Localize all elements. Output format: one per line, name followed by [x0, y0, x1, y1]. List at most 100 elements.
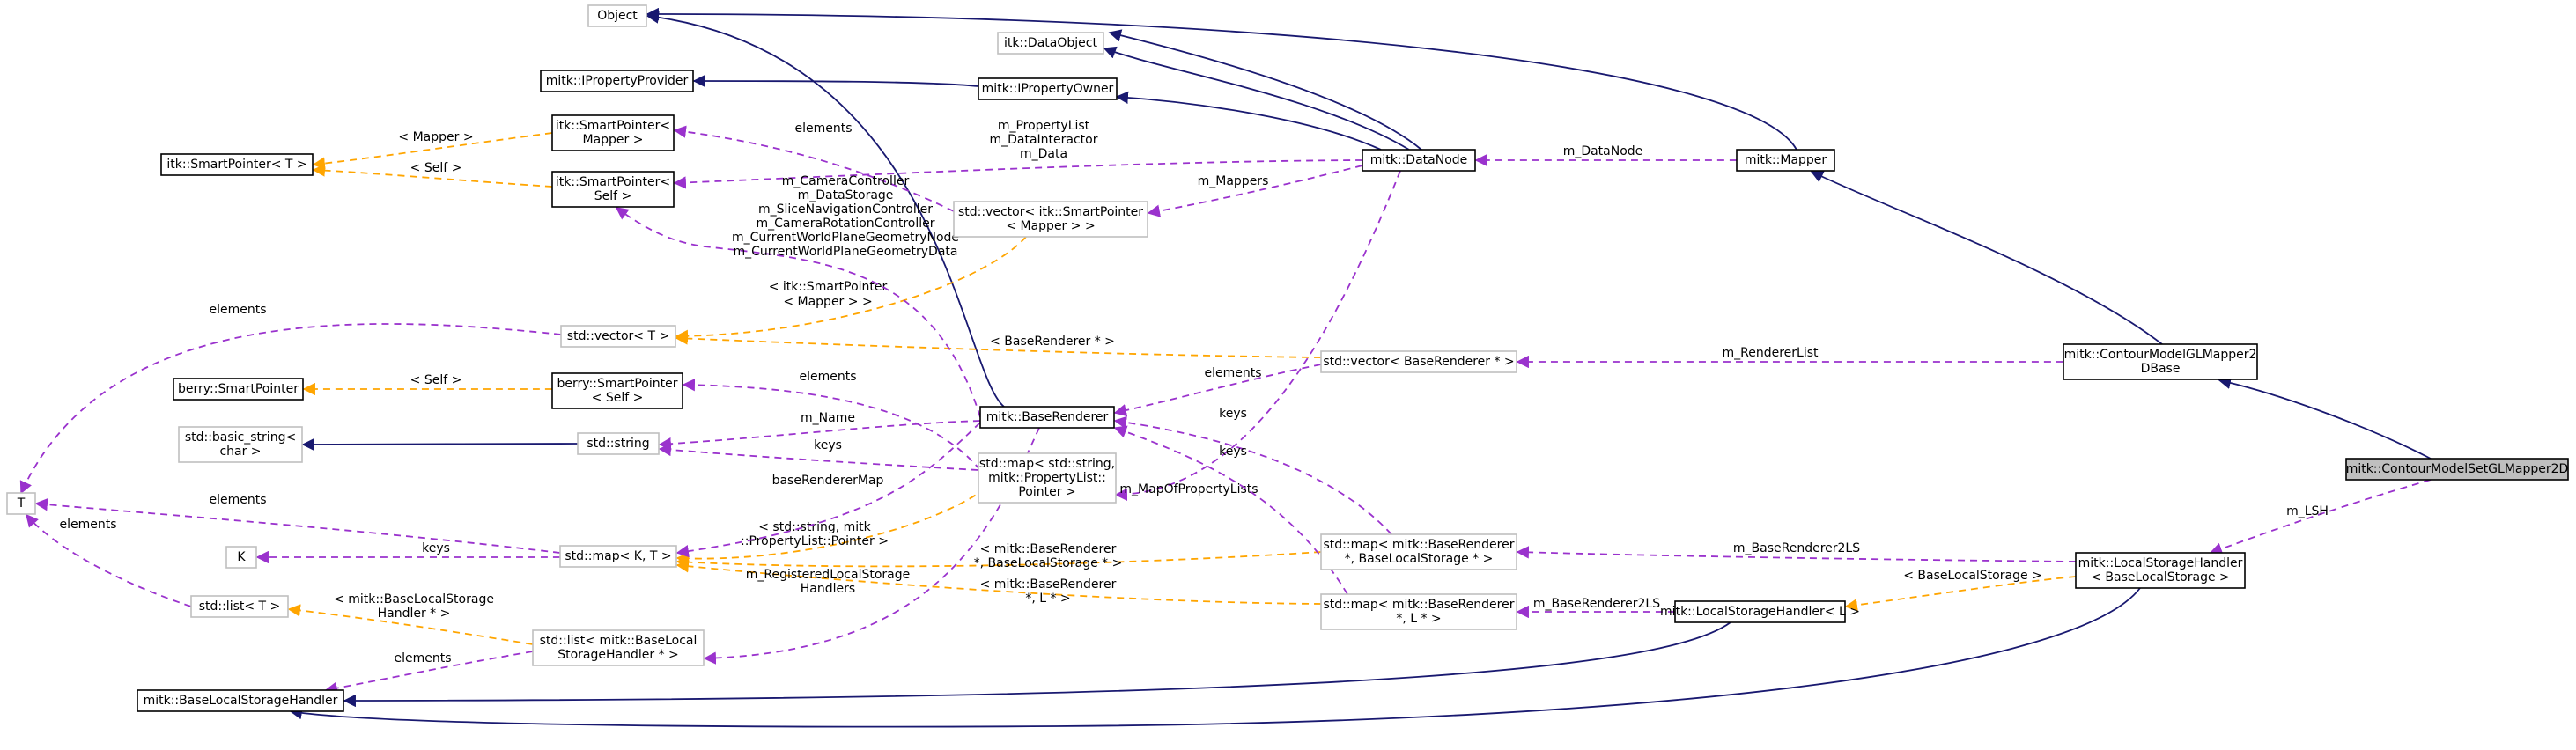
class-node-itk-dataobject: itk::DataObject [997, 32, 1104, 55]
node-box [1674, 600, 1846, 623]
node-label: Object [597, 9, 638, 23]
edge-label: m_LSH [2286, 504, 2329, 518]
node-label: T [17, 496, 26, 511]
class-node-itk-sp-T[interactable]: itk::SmartPointer< T > [160, 153, 314, 176]
edge-label: elements [1204, 366, 1261, 380]
class-node-ipropertyowner[interactable]: mitk::IPropertyOwner [978, 77, 1118, 100]
class-node-berry-sp-self[interactable]: berry::SmartPointer< Self > [551, 372, 683, 409]
node-box [587, 4, 647, 27]
edge-label: m_CurrentWorldPlaneGeometryData [734, 245, 958, 259]
class-node-ipropertyprovider[interactable]: mitk::IPropertyProvider [540, 70, 694, 92]
node-label: std::list< T > [199, 599, 281, 614]
edge-label: keys [1219, 407, 1247, 421]
edge-line [324, 651, 534, 695]
template-instance-edge: < Self > [302, 373, 552, 396]
template-instance-edge: < BaseRenderer * > [675, 332, 1322, 358]
edge-line [646, 11, 1005, 408]
edge-label: keys [422, 541, 450, 555]
edge-line [1147, 165, 1363, 217]
template-instance-edge: < BaseLocalStorage > [1844, 569, 2077, 612]
member-edge: elements [19, 303, 562, 495]
edge-label: Handler * > [378, 607, 451, 621]
edge-label: m_BaseRenderer2LS [1733, 541, 1860, 555]
edge-label: m_DataStorage [798, 188, 894, 202]
class-node-std-string: std::string [577, 432, 660, 455]
node-label: itk::SmartPointer< T > [166, 158, 306, 172]
node-box [2063, 343, 2258, 380]
member-edge: elements [34, 493, 561, 554]
node-label: itk::SmartPointer< [556, 175, 670, 189]
node-box [190, 595, 289, 618]
node-label: itk::SmartPointer< [556, 119, 670, 133]
edge-line [658, 443, 979, 471]
class-node-vec-baserenderer: std::vector< BaseRenderer * > [1320, 350, 1517, 373]
class-node-mapper[interactable]: mitk::Mapper [1736, 149, 1835, 172]
node-label: mitk::LocalStorageHandler [2078, 556, 2243, 570]
node-label: std::map< K, T > [565, 549, 671, 563]
class-node-T: T [6, 492, 36, 515]
edge-label: m_RegisteredLocalStorage [746, 568, 911, 582]
node-label: std::vector< T > [567, 329, 669, 343]
class-node-itk-sp-self[interactable]: itk::SmartPointer<Self > [551, 171, 675, 208]
member-edge: m_DataNode [1474, 144, 1737, 167]
edge-label: keys [814, 438, 842, 452]
class-node-baserenderer[interactable]: mitk::BaseRenderer [979, 406, 1115, 429]
edge-line [682, 379, 981, 471]
node-label: Self > [594, 189, 632, 203]
node-label: berry::SmartPointer [557, 377, 678, 391]
node-box [532, 629, 705, 666]
edge-label: m_Data [1020, 147, 1067, 161]
class-node-itk-sp-mapper[interactable]: itk::SmartPointer<Mapper > [551, 114, 675, 151]
class-node-list-T: std::list< T > [190, 595, 289, 618]
edge-label: elements [799, 370, 856, 384]
node-box [137, 689, 344, 712]
node-label: std::basic_string< [185, 430, 296, 445]
node-box [6, 492, 36, 515]
edge-line [343, 621, 1731, 708]
class-node-datanode[interactable]: mitk::DataNode [1362, 149, 1476, 172]
template-instance-edge: < Mapper > [312, 130, 553, 170]
edge-line [19, 323, 562, 495]
edges-layer: < Mapper >< Self >< Self >< itk::SmartPo… [19, 7, 2432, 728]
edge-line [675, 480, 996, 565]
inheritance-edge [2218, 376, 2432, 460]
node-box [540, 70, 694, 92]
node-label: mitk::ContourModelGLMapper2 [2064, 348, 2257, 362]
edge-label: Handlers [801, 582, 855, 596]
node-box [178, 426, 303, 463]
class-node-lsh-bls[interactable]: mitk::LocalStorageHandler< BaseLocalStor… [2075, 552, 2246, 589]
inheritance-edge [646, 7, 1797, 151]
edge-line [1113, 415, 1392, 535]
edge-label: ::PropertyList::Pointer > [741, 534, 889, 548]
node-label: mitk::BaseLocalStorageHandler [144, 694, 338, 708]
class-node-object: Object [587, 4, 647, 27]
edge-line [1115, 91, 1382, 151]
member-edge: m_Name [658, 411, 981, 451]
class-node-berry-sp[interactable]: berry::SmartPointer [173, 378, 304, 401]
edge-label: < std::string, mitk [758, 520, 871, 534]
edge-line [646, 7, 1797, 151]
class-node-lsh-L[interactable]: mitk::LocalStorageHandler< L > [1660, 600, 1860, 623]
class-node-map-br-bls: std::map< mitk::BaseRenderer*, BaseLocal… [1320, 533, 1517, 570]
edge-label: m_SliceNavigationController [758, 202, 933, 217]
edge-label: < Self > [410, 161, 462, 175]
edge-label: m_RendererList [1722, 346, 1819, 360]
edge-line [34, 498, 561, 554]
edge-label: < BaseRenderer * > [990, 335, 1115, 349]
edge-label: < itk::SmartPointer [769, 280, 888, 294]
class-node-cms-gl-mapper2d[interactable]: mitk::ContourModelSetGLMapper2D [2345, 458, 2569, 481]
edge-label: m_MapOfPropertyLists [1119, 482, 1258, 496]
class-node-base-lsh[interactable]: mitk::BaseLocalStorageHandler [137, 689, 344, 712]
class-node-vec-T: std::vector< T > [560, 325, 676, 348]
edge-line [1113, 364, 1322, 417]
member-edge: m_Mappers [1147, 165, 1363, 217]
inheritance-edge [692, 74, 979, 88]
edge-line [673, 159, 1363, 189]
node-label: mitk::BaseRenderer [986, 410, 1109, 424]
node-box [560, 325, 676, 348]
node-box [1362, 149, 1476, 172]
node-box [2075, 552, 2246, 589]
